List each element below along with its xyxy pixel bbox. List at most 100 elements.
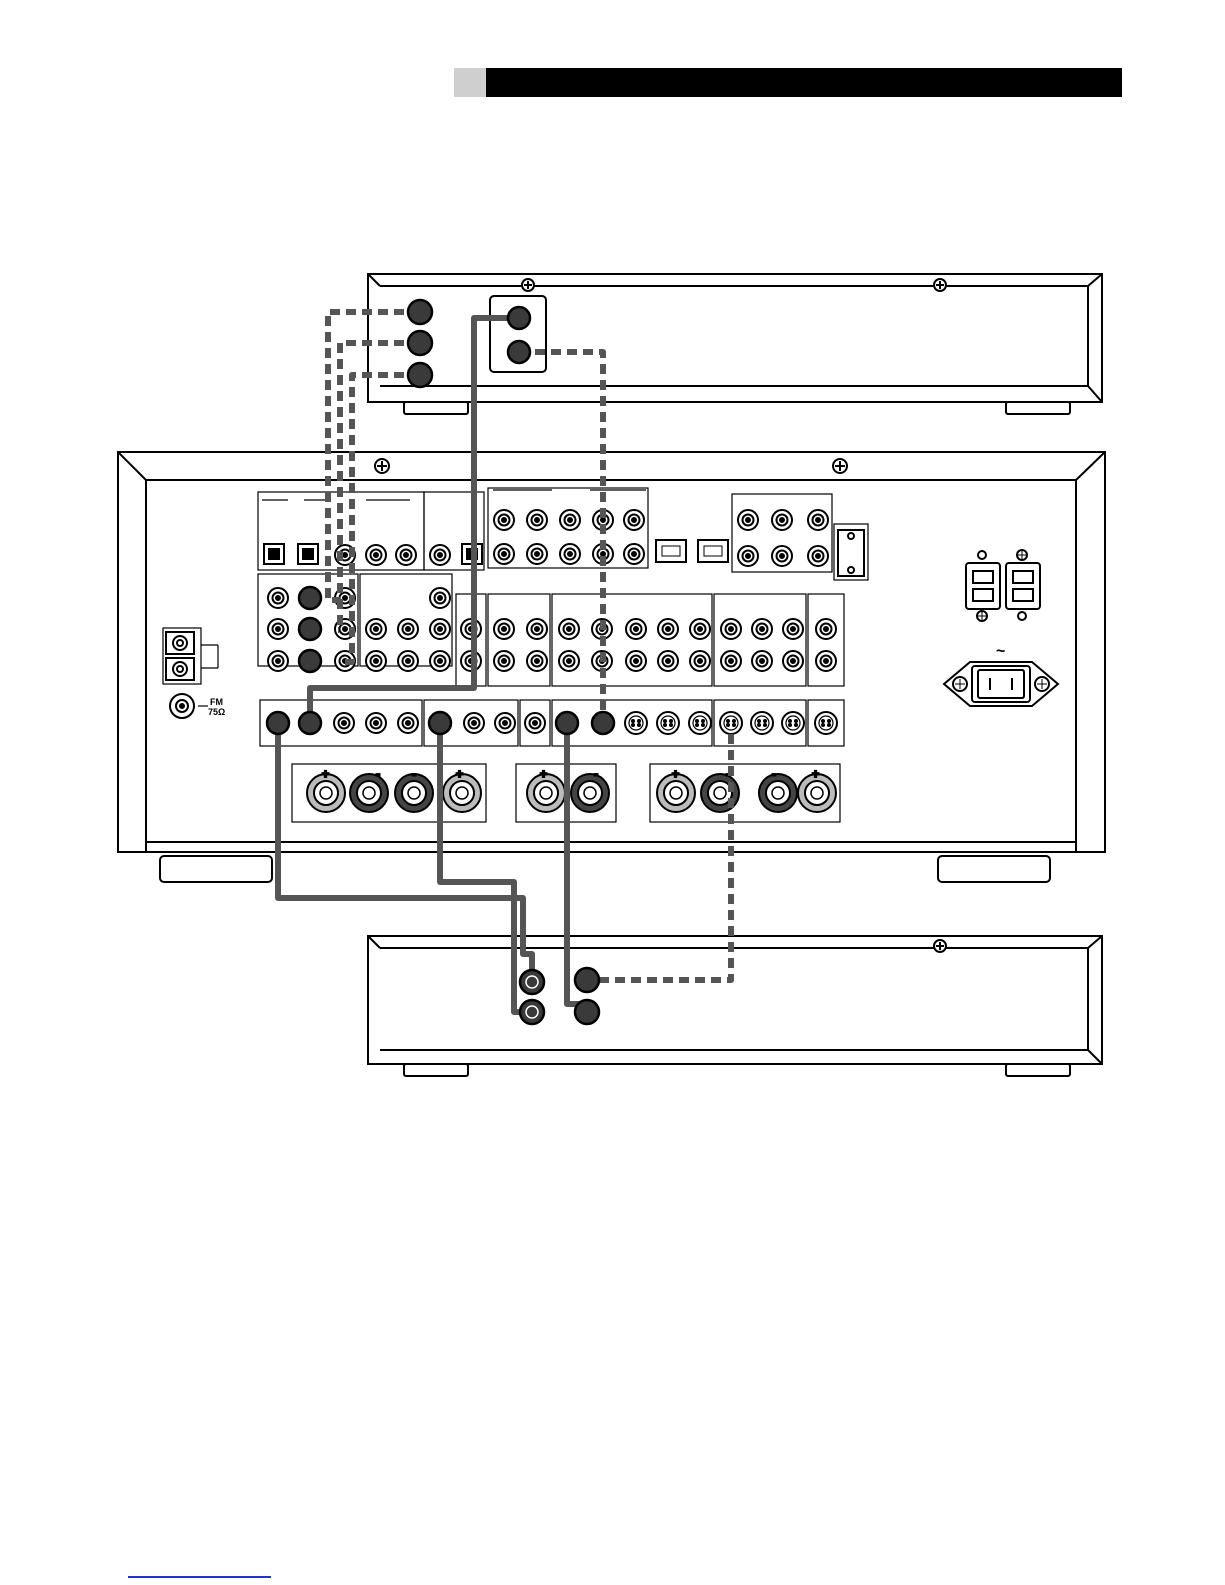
rca-jack: [366, 619, 386, 639]
rca-jack: [430, 545, 450, 565]
top-output-jack-1: [408, 300, 432, 324]
svideo-jack: [782, 712, 804, 734]
expansion-card-slot: [838, 530, 864, 576]
rca-jack: [396, 545, 416, 565]
rca-jack: [721, 619, 741, 639]
rca-jack: [430, 651, 450, 671]
top-output-jack-2: [408, 331, 432, 355]
top-screw-right: [934, 279, 946, 291]
rca-jack: [398, 713, 418, 733]
rca-jack: [398, 619, 418, 639]
rca-jack: [624, 544, 644, 564]
rca-jack: [808, 510, 828, 530]
top-box-jack-lower: [508, 341, 530, 363]
receiver-screw-left: [375, 459, 389, 473]
bottom-jack-upper-left: [520, 970, 544, 994]
bottom-jack-lower-left: [520, 1000, 544, 1024]
rca-jack: [494, 651, 514, 671]
receiver-input-jack-2: [299, 618, 321, 640]
receiver-output-jack-a: [267, 712, 289, 734]
receiver-screw-right: [833, 459, 847, 473]
rca-jack: [624, 510, 644, 530]
rca-jack: [658, 619, 678, 639]
speaker-polarity-label: +: [322, 767, 329, 781]
svideo-jack: [815, 712, 837, 734]
top-foot-right: [1006, 402, 1070, 414]
rca-jack: [783, 651, 803, 671]
rca-jack: [495, 713, 515, 733]
rca-jack: [430, 619, 450, 639]
rca-jack: [366, 545, 386, 565]
rca-jack: [527, 651, 547, 671]
bottom-jack-upper-right: [575, 968, 599, 992]
rca-jack: [494, 544, 514, 564]
top-screw-left: [522, 279, 534, 291]
bottom-component: [368, 936, 1102, 1076]
main-receiver: +--++-+--+ FM 75Ω: [118, 452, 1105, 882]
speaker-polarity-label: -: [594, 767, 598, 781]
rca-jack: [366, 713, 386, 733]
rca-jack: [721, 651, 741, 671]
receiver-output-jack-b: [299, 712, 321, 734]
rca-jack: [752, 651, 772, 671]
speaker-binding-post: [350, 774, 388, 812]
receiver-foot-right: [938, 856, 1050, 882]
speaker-polarity-label: -: [376, 767, 380, 781]
svideo-jack: [689, 712, 711, 734]
speaker-polarity-label: -: [772, 767, 776, 781]
rca-jack: [268, 588, 288, 608]
rca-jack: [464, 713, 484, 733]
rca-jack: [560, 510, 580, 530]
receiver-output-jack-e: [592, 712, 614, 734]
fm-ohm-label: 75Ω: [208, 707, 225, 717]
speaker-polarity-label: +: [540, 767, 547, 781]
speaker-binding-post: [571, 774, 609, 812]
rca-jack: [525, 713, 545, 733]
rca-jack: [268, 651, 288, 671]
rca-jack: [560, 544, 580, 564]
receiver-input-jack-3: [299, 650, 321, 672]
rca-jack: [816, 619, 836, 639]
bottom-jack-lower-right: [575, 1000, 599, 1024]
rca-jack: [527, 544, 547, 564]
receiver-output-jack-c: [429, 712, 451, 734]
rca-jack: [738, 510, 758, 530]
top-foot-left: [404, 402, 468, 414]
rca-jack: [494, 510, 514, 530]
rca-jack: [626, 651, 646, 671]
rca-jack: [398, 651, 418, 671]
fm-label: FM: [210, 697, 223, 707]
receiver-output-jack-d: [556, 712, 578, 734]
footer-link-underline: [128, 1576, 271, 1578]
top-source-component: [368, 274, 1102, 414]
rca-jack: [658, 651, 678, 671]
rca-jack: [816, 651, 836, 671]
rca-jack: [783, 619, 803, 639]
bottom-foot-left: [404, 1064, 468, 1076]
ac-power-inlet: [944, 662, 1058, 706]
rca-jack: [494, 619, 514, 639]
speaker-polarity-label: +: [672, 767, 679, 781]
rca-jack: [772, 510, 792, 530]
rca-jack: [268, 619, 288, 639]
rca-jack: [626, 619, 646, 639]
rca-jack: [808, 546, 828, 566]
svideo-jack: [625, 712, 647, 734]
rca-jack: [772, 546, 792, 566]
rca-jack: [559, 651, 579, 671]
bottom-foot-right: [1006, 1064, 1070, 1076]
svideo-jack: [751, 712, 773, 734]
rca-jack: [527, 619, 547, 639]
rca-jack: [430, 588, 450, 608]
speaker-polarity-label: -: [412, 767, 416, 781]
rca-jack: [690, 619, 710, 639]
rca-jack: [738, 546, 758, 566]
bottom-screw: [934, 940, 946, 952]
top-output-jack-3: [408, 363, 432, 387]
svideo-jack: [720, 712, 742, 734]
top-box-jack-upper: [508, 307, 530, 329]
svideo-jack: [657, 712, 679, 734]
rca-jack: [366, 651, 386, 671]
speaker-binding-post: [759, 774, 797, 812]
